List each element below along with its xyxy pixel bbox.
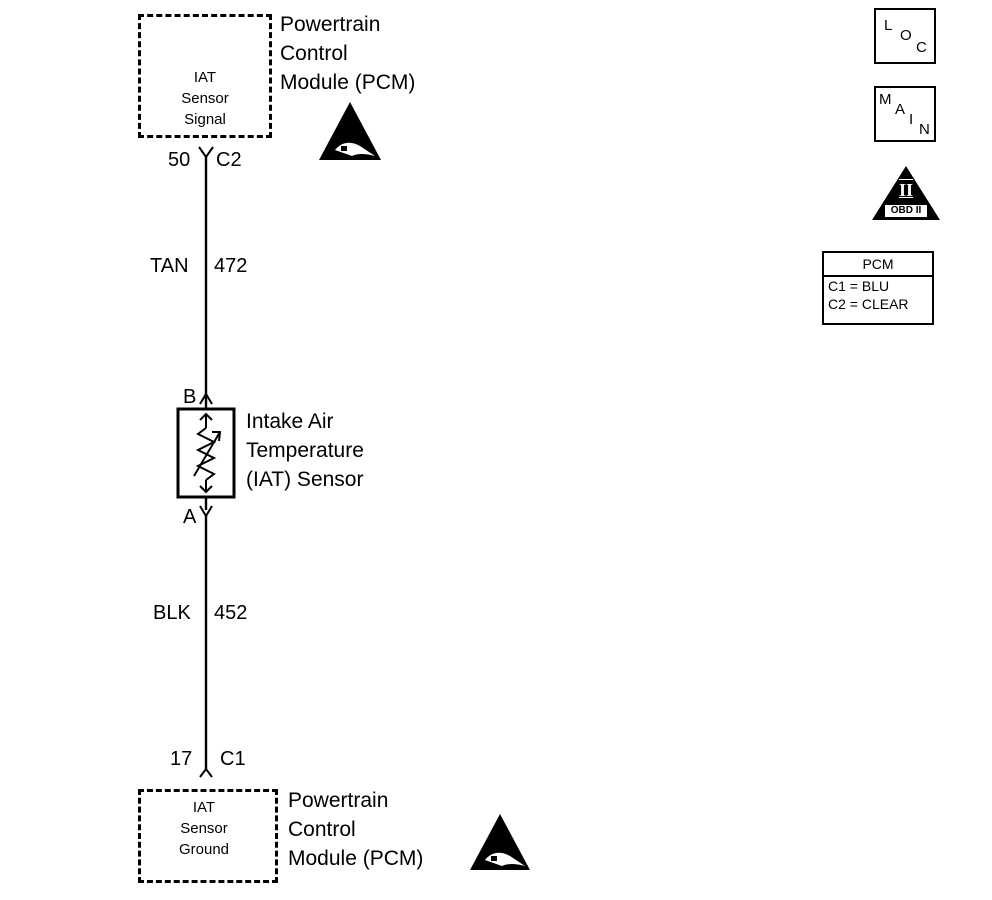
top-pin-number: 50 (168, 149, 191, 171)
main-letter: N (919, 121, 930, 138)
circuit-label-line: Ground (178, 841, 230, 858)
bottom-pin-number: 17 (170, 748, 193, 770)
pcm-table-row: C1 = BLU (828, 278, 890, 294)
loc-letter: O (900, 27, 912, 44)
module-name-line: Module (PCM) (288, 847, 424, 870)
main-letter: A (895, 101, 906, 118)
circuit-label-line: Sensor (181, 90, 229, 107)
connector-top-female (198, 146, 214, 159)
module-name-line: Module (PCM) (280, 71, 416, 94)
loc-icon[interactable]: L O C (874, 8, 936, 64)
sensor-name-line: Intake Air (246, 410, 334, 433)
bottom-pcm-name: Powertrain Control Module (PCM) (288, 786, 423, 873)
loc-letter: L (884, 17, 893, 34)
wire-bottom-circuit: 452 (214, 602, 248, 624)
circuit-label-line: IAT (192, 799, 216, 816)
module-name-line: Powertrain (288, 789, 389, 812)
top-pcm-circuit-box (138, 14, 272, 138)
top-pcm-name: Powertrain Control Module (PCM) (280, 10, 415, 97)
bottom-connector-id: C1 (220, 748, 246, 770)
module-name-line: Control (288, 818, 356, 841)
obd-ii-label: OBD II (890, 205, 922, 216)
circuit-label-line: Signal (184, 111, 226, 128)
top-pcm-circuit-label: IAT Sensor Signal (160, 67, 250, 130)
sensor-pin-b: B (183, 386, 197, 408)
circuit-label-line: Sensor (180, 820, 228, 837)
module-name-line: Powertrain (280, 13, 381, 36)
sensor-name: Intake Air Temperature (IAT) Sensor (246, 407, 364, 494)
circuit-label-line: IAT (193, 69, 217, 86)
main-letter: M (879, 91, 892, 108)
main-letter: I (909, 111, 914, 128)
sensor-pin-a: A (183, 506, 197, 528)
esd-warning-icon (470, 814, 530, 870)
top-connector-id: C2 (216, 149, 242, 171)
wire-top-circuit: 472 (214, 255, 248, 277)
esd-warning-icon (319, 102, 381, 160)
sensor-name-line: Temperature (246, 439, 364, 462)
obd-ii-mark: II (898, 180, 913, 200)
pcm-table-row: C2 = CLEAR (828, 296, 909, 312)
wire-top-color: TAN (150, 255, 189, 277)
thermistor-icon (193, 412, 222, 494)
sensor-name-line: (IAT) Sensor (246, 468, 364, 491)
obd-ii-icon (872, 166, 940, 220)
connector-bottom (199, 767, 213, 778)
pcm-table-title: PCM (824, 253, 932, 277)
loc-letter: C (916, 39, 927, 56)
bottom-pcm-circuit-box (138, 789, 278, 883)
main-icon[interactable]: M A I N (874, 86, 936, 142)
bottom-pcm-circuit-label: IAT Sensor Ground (159, 797, 249, 860)
module-name-line: Control (280, 42, 348, 65)
wire-bottom-color: BLK (153, 602, 191, 624)
pcm-connector-table: PCM C1 = BLU C2 = CLEAR (822, 251, 934, 325)
